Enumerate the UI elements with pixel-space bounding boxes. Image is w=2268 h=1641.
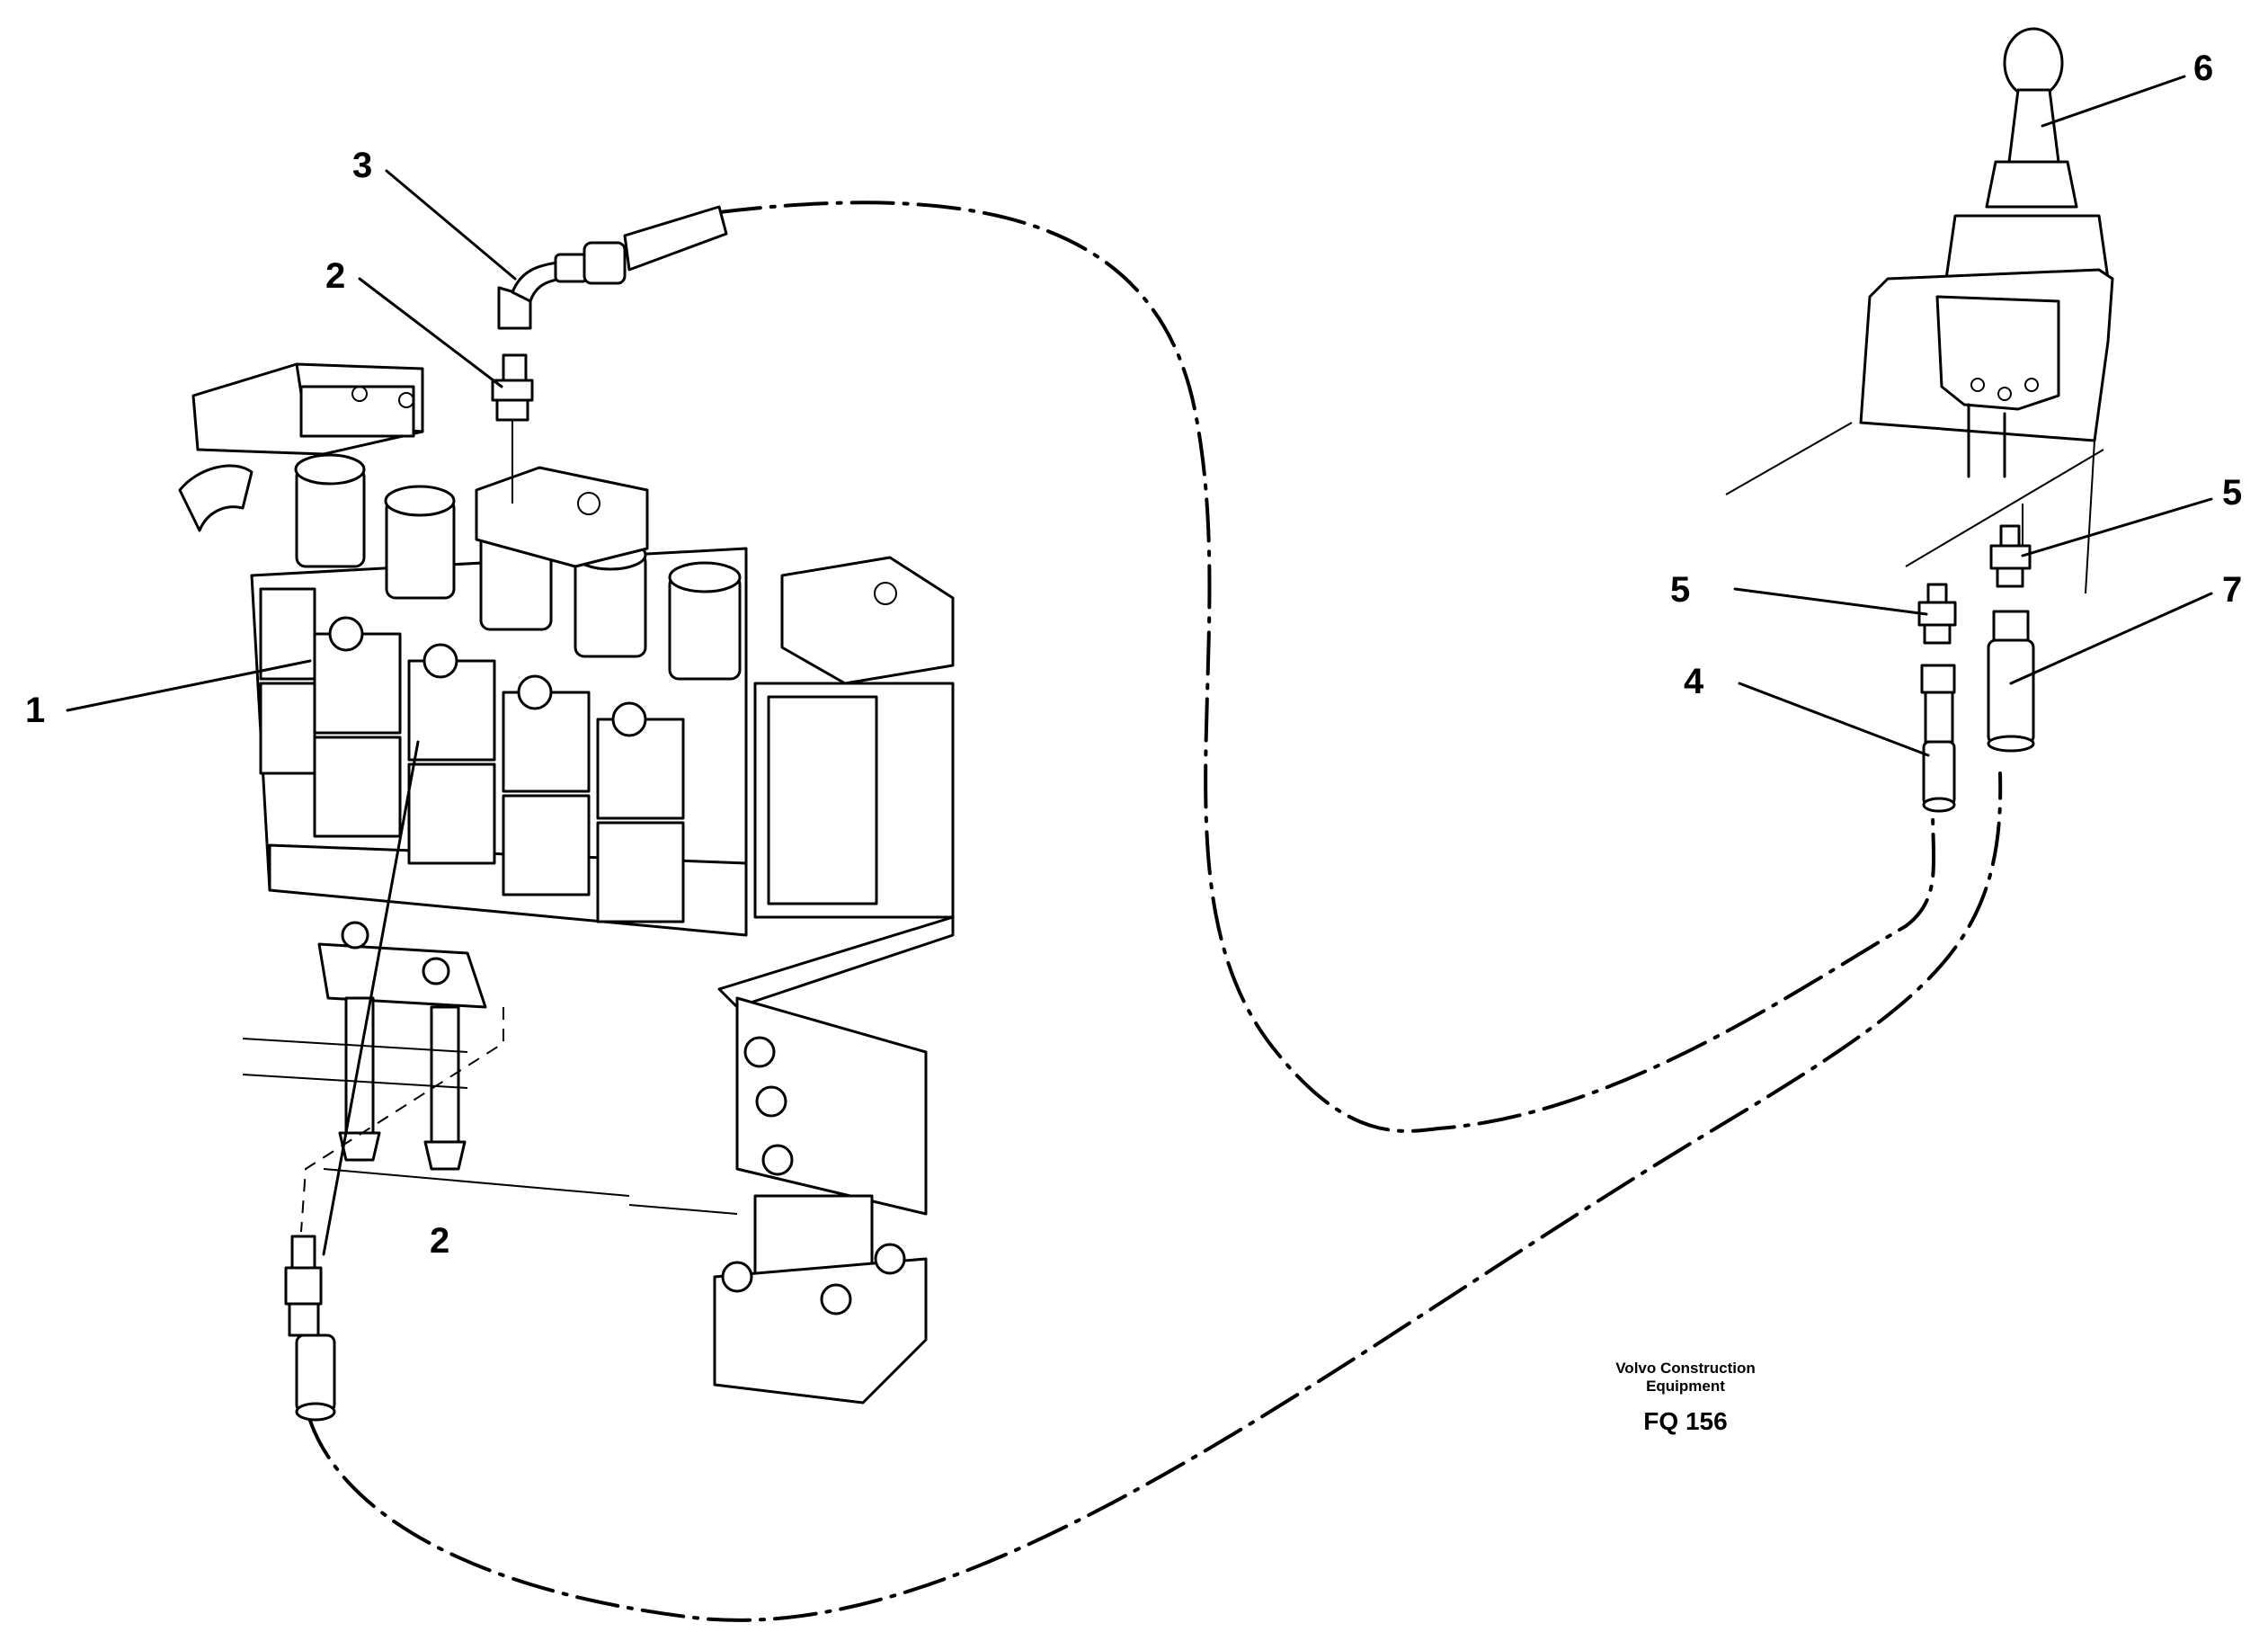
hose-upper [717, 201, 1936, 1133]
pilot-control-lever [1725, 27, 2114, 594]
leader-lines [66, 75, 2213, 1256]
lower-left-fitting [284, 1235, 336, 1422]
callout-2-top: 2 [325, 256, 346, 296]
callout-3: 3 [352, 146, 373, 185]
callout-2-bottom: 2 [430, 1221, 450, 1261]
callout-5-right: 5 [2222, 473, 2243, 513]
callout-4: 4 [1684, 662, 1704, 701]
top-fitting-assembly [491, 205, 728, 504]
valve-block [178, 362, 955, 1405]
callout-6: 6 [2193, 49, 2214, 88]
caption-division: Equipment [1646, 1377, 1725, 1395]
callout-1: 1 [25, 691, 46, 730]
callout-5-left: 5 [1670, 570, 1691, 610]
right-fittings [1917, 524, 2035, 813]
hose-lower [308, 771, 2003, 1622]
callout-7: 7 [2222, 570, 2243, 610]
figure-caption: Volvo Construction Equipment FQ 156 [1578, 1360, 1793, 1436]
figure-code: FQ 156 [1643, 1407, 1728, 1436]
caption-company: Volvo Construction [1615, 1360, 1756, 1377]
